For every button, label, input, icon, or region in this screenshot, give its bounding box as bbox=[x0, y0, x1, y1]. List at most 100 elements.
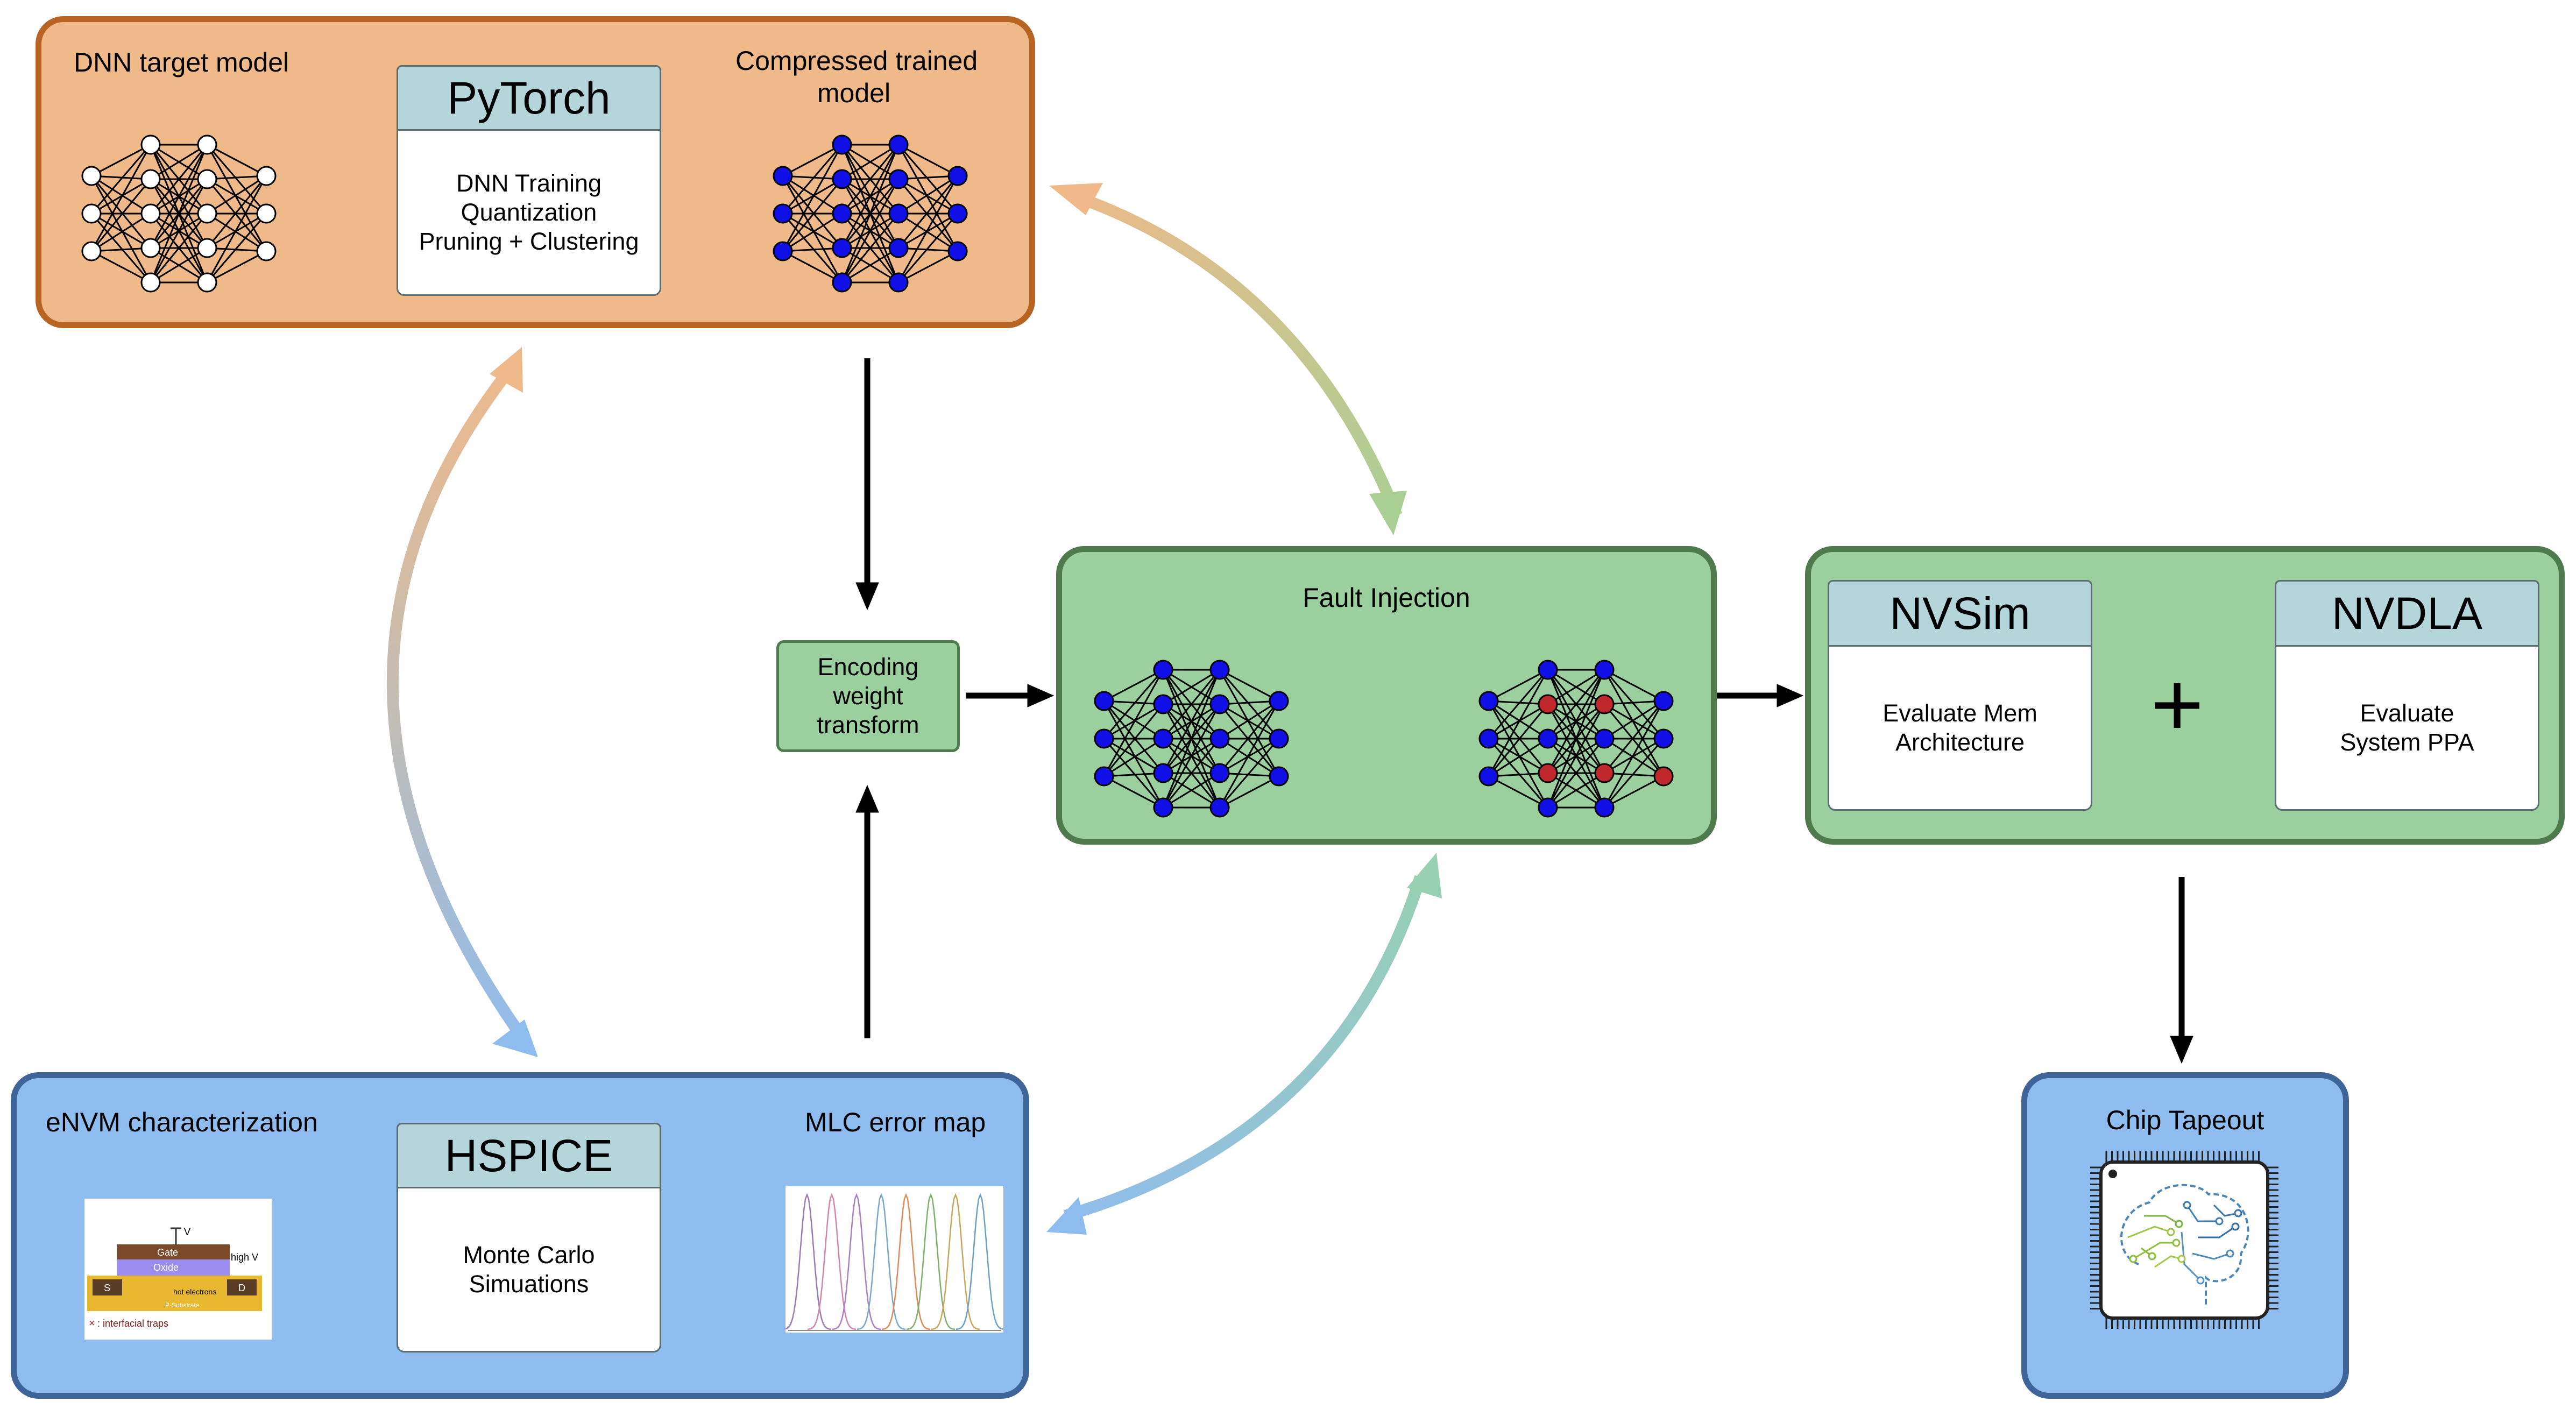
neuron-node bbox=[832, 134, 852, 155]
svg-text:Oxide: Oxide bbox=[153, 1262, 179, 1273]
svg-text:: interfacial traps: : interfacial traps bbox=[97, 1318, 168, 1329]
neuron-node bbox=[1094, 728, 1114, 749]
green-blue-head-b bbox=[1046, 1197, 1087, 1235]
neuron-node bbox=[1478, 691, 1499, 711]
neuron-node bbox=[832, 203, 852, 224]
orange-blue-curve bbox=[387, 367, 525, 1037]
nn-target-model-icon bbox=[81, 134, 277, 293]
neuron-node bbox=[1594, 728, 1615, 749]
neuron-node bbox=[1538, 694, 1558, 714]
neuron-node bbox=[197, 203, 217, 224]
encoding-weight-transform-box: Encoding weight transform bbox=[776, 640, 960, 752]
svg-text:S: S bbox=[104, 1283, 110, 1293]
fault-injection-title: Fault Injection bbox=[1303, 583, 1470, 613]
neuron-node bbox=[1478, 728, 1499, 749]
neuron-node bbox=[1653, 728, 1674, 749]
neuron-node bbox=[256, 166, 277, 186]
neuron-node bbox=[888, 203, 909, 224]
neuron-node bbox=[1094, 691, 1114, 711]
neuron-node bbox=[1269, 691, 1289, 711]
neuron-node bbox=[140, 238, 161, 258]
neuron-node bbox=[888, 272, 909, 293]
chip-brain-icon bbox=[2090, 1151, 2278, 1329]
neuron-node bbox=[773, 203, 793, 224]
neuron-node bbox=[81, 203, 102, 224]
hspice-tab: HSPICE bbox=[397, 1123, 661, 1188]
neuron-node bbox=[256, 241, 277, 261]
neuron-node bbox=[947, 241, 968, 261]
mlc-level-curve bbox=[857, 1193, 906, 1330]
neuron-node bbox=[140, 169, 161, 189]
neuron-node bbox=[832, 238, 852, 258]
orange-blue-head-a bbox=[490, 347, 523, 393]
neuron-node bbox=[140, 134, 161, 155]
neuron-node bbox=[1153, 763, 1173, 783]
svg-text:high V: high V bbox=[231, 1252, 258, 1263]
neuron-node bbox=[1153, 660, 1173, 680]
svg-text:×: × bbox=[89, 1318, 95, 1329]
orange-green-curve bbox=[1080, 193, 1403, 518]
neuron-node bbox=[197, 169, 217, 189]
neuron-node bbox=[888, 169, 909, 189]
error-distribution-icon bbox=[782, 1186, 1005, 1333]
neuron-node bbox=[1538, 763, 1558, 783]
mlc-level-curve bbox=[807, 1193, 857, 1330]
svg-text:D: D bbox=[238, 1283, 245, 1293]
device-cross-section-icon: V Gate Oxide high V S D hot electrons P-… bbox=[84, 1199, 272, 1340]
mlc-level-curve bbox=[931, 1193, 980, 1330]
svg-text:Gate: Gate bbox=[157, 1247, 178, 1258]
neuron-node bbox=[832, 272, 852, 293]
neuron-node bbox=[81, 241, 102, 261]
neuron-node bbox=[1153, 694, 1173, 714]
neuron-node bbox=[1538, 797, 1558, 818]
neuron-node bbox=[1594, 797, 1615, 818]
orange-green-head-b bbox=[1369, 491, 1407, 535]
neuron-node bbox=[1594, 694, 1615, 714]
neuron-node bbox=[1209, 763, 1230, 783]
compressed-model-title: Compressed trained model bbox=[735, 46, 978, 108]
neuron-node bbox=[832, 169, 852, 189]
neuron-node bbox=[947, 203, 968, 224]
orange-green-head-a bbox=[1049, 183, 1103, 215]
chip-tapeout-title: Chip Tapeout bbox=[2106, 1105, 2264, 1135]
neuron-node bbox=[773, 166, 793, 186]
neuron-node bbox=[1209, 728, 1230, 749]
neuron-node bbox=[1153, 797, 1173, 818]
neuron-node bbox=[1594, 763, 1615, 783]
neuron-node bbox=[1538, 660, 1558, 680]
neuron-node bbox=[773, 241, 793, 261]
neuron-node bbox=[1209, 660, 1230, 680]
green-blue-head-a bbox=[1407, 853, 1442, 898]
green-blue-curve bbox=[1063, 875, 1426, 1222]
mlc-level-curve bbox=[906, 1193, 956, 1330]
neuron-node bbox=[1209, 797, 1230, 818]
nn-fault-before-icon bbox=[1094, 660, 1289, 818]
neuron-node bbox=[1209, 694, 1230, 714]
neuron-node bbox=[1538, 728, 1558, 749]
svg-text:hot electrons: hot electrons bbox=[173, 1287, 216, 1296]
neuron-node bbox=[888, 134, 909, 155]
monte-carlo-card: Monte Carlo Simuations bbox=[397, 1187, 661, 1353]
neuron-node bbox=[197, 238, 217, 258]
neuron-node bbox=[197, 134, 217, 155]
neuron-node bbox=[1594, 660, 1615, 680]
nvdla-card: Evaluate System PPA bbox=[2275, 645, 2539, 811]
mlc-level-curve bbox=[832, 1193, 881, 1330]
neuron-node bbox=[888, 238, 909, 258]
neuron-node bbox=[1153, 728, 1173, 749]
mlc-error-map-title: MLC error map bbox=[805, 1107, 986, 1137]
neuron-node bbox=[140, 203, 161, 224]
mlc-level-curve bbox=[956, 1193, 1005, 1330]
nn-fault-after-icon bbox=[1478, 660, 1674, 818]
plus-sign: + bbox=[2150, 654, 2204, 756]
orange-blue-head-b bbox=[492, 1019, 538, 1057]
mlc-level-curve bbox=[881, 1193, 931, 1330]
nn-compressed-model-icon bbox=[773, 134, 968, 293]
neuron-node bbox=[197, 272, 217, 293]
vgs-label: V bbox=[184, 1227, 190, 1237]
mlc-level-curve bbox=[782, 1193, 832, 1330]
svg-text:P-Substrate: P-Substrate bbox=[165, 1301, 200, 1309]
neuron-node bbox=[1478, 766, 1499, 787]
